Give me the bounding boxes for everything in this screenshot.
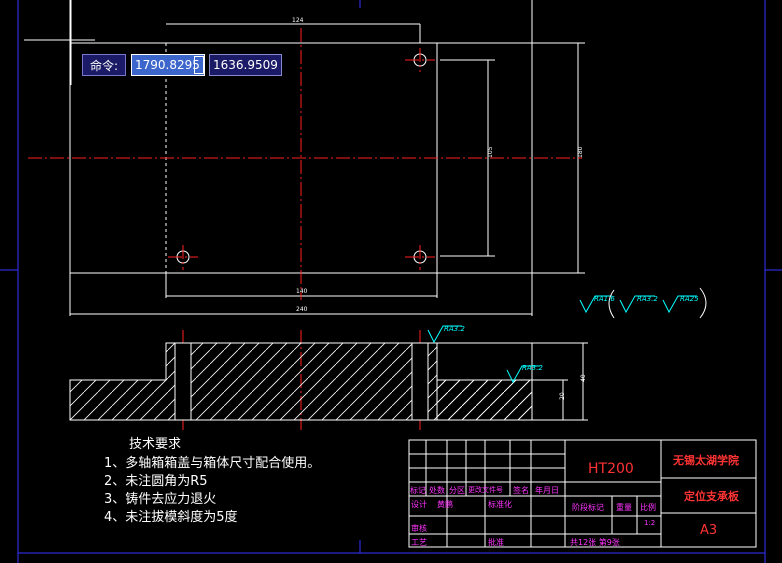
tb-label-sign: 签名 [513,486,529,495]
roughness-label-3: RA25 [680,295,699,303]
tb-label-scale: 比例 [640,503,656,512]
tb-label-weight: 重量 [616,503,632,512]
dim-hole-spacing: 140 [296,288,308,295]
tb-scale-value: 1:2 [644,519,656,527]
tech-notes-title: 技术要求 [129,437,182,452]
roughness-symbols [427,287,707,384]
sheet-size: A3 [700,523,718,538]
material-label: HT200 [588,461,634,477]
dim-right-height: 180 [577,146,584,158]
dimension-labels: 124 140 240 180 105 40 20 [292,17,587,400]
tech-note-2: 2、未注圆角为R5 [104,474,208,489]
roughness-label-4: RA3.2 [444,325,465,333]
tb-sheets: 共12张 第9张 [570,538,620,547]
tb-label-process: 工艺 [411,538,427,547]
roughness-label-5: RA3.2 [522,364,543,372]
tb-label-zone: 分区 [449,486,465,495]
tech-note-3: 3、铸件去应力退火 [104,492,217,507]
tb-designer: 黄鹏 [437,500,453,509]
dim-inner-height: 105 [487,146,494,158]
tb-label-design: 设计 [411,500,427,509]
dim-section-height: 40 [580,374,587,382]
roughness-label-1: RA1.6 [594,295,615,303]
coordinate-x-input[interactable]: 1790.8295 [131,54,205,76]
tb-label-count: 处数 [429,486,445,495]
dim-top-width: 124 [292,17,304,24]
cursor-pick-box [194,56,204,74]
cursor-crosshair [24,0,95,85]
tb-label-standard: 标准化 [488,500,512,509]
tb-label-date: 年月日 [535,486,559,495]
tb-label-mark: 标记 [410,486,426,495]
tb-label-review: 审核 [411,524,427,533]
part-name: 定位支承板 [684,490,739,503]
section-view [69,342,588,421]
dim-overall-width: 240 [296,306,308,313]
tb-label-stage: 阶段标记 [572,503,604,512]
tech-note-1: 1、多轴箱箱盖与箱体尺寸配合使用。 [104,456,321,471]
title-block [408,439,757,548]
school-name: 无锡太湖学院 [673,454,739,467]
command-prompt-label: 命令: [82,54,126,76]
tech-note-4: 4、未注拔模斜度为5度 [104,510,238,525]
coordinate-y-input[interactable]: 1636.9509 [209,54,282,76]
dim-section-base: 20 [559,392,566,400]
tb-label-approve: 批准 [488,538,504,547]
tb-label-change-doc: 更改文件号 [468,486,503,494]
roughness-label-2: RA3.2 [637,295,658,303]
